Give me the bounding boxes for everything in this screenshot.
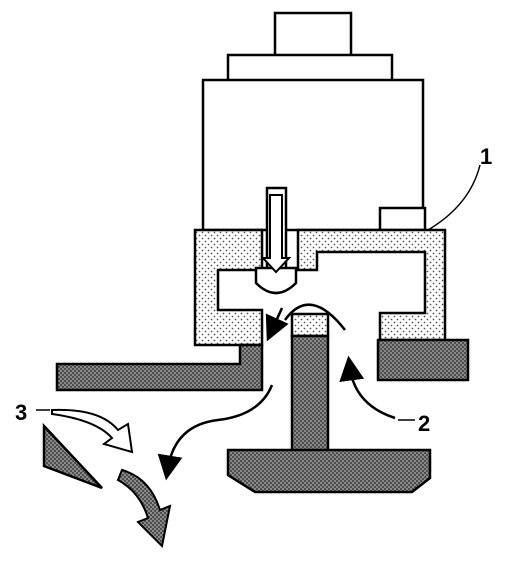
actuator-cap — [273, 11, 353, 59]
housing-left-bracket — [193, 228, 264, 347]
flow-arrow-over-pipe — [283, 303, 346, 331]
housing-right-bracket — [296, 228, 447, 342]
vertical-pipe — [290, 334, 330, 453]
actuator-collar — [226, 53, 394, 83]
base-plate — [55, 334, 470, 494]
stem-arrow — [260, 194, 292, 274]
callout-1: 1 — [480, 144, 492, 169]
right-plate — [376, 338, 470, 382]
actuator-housing — [201, 11, 427, 232]
striped-arrow — [116, 468, 172, 549]
hollow-arrow-3 — [51, 408, 134, 454]
flow-arrow-exhaust — [157, 384, 274, 481]
stem-head — [254, 266, 298, 295]
callout-2: 2 — [418, 411, 430, 436]
pipe-tip — [290, 312, 330, 338]
flow-arrow-down-left — [265, 307, 289, 342]
actuator-body — [201, 78, 425, 232]
debris-wedge — [42, 422, 103, 490]
actuator-tab — [378, 206, 427, 232]
leader-1 — [427, 164, 481, 231]
valve-housing — [193, 228, 447, 347]
callout-leaders — [36, 164, 481, 421]
left-plate — [55, 343, 264, 392]
flow-arrow-up-right — [339, 355, 396, 420]
flow-arrows — [157, 303, 396, 481]
callout-3: 3 — [15, 400, 27, 425]
flange-base — [226, 448, 432, 494]
